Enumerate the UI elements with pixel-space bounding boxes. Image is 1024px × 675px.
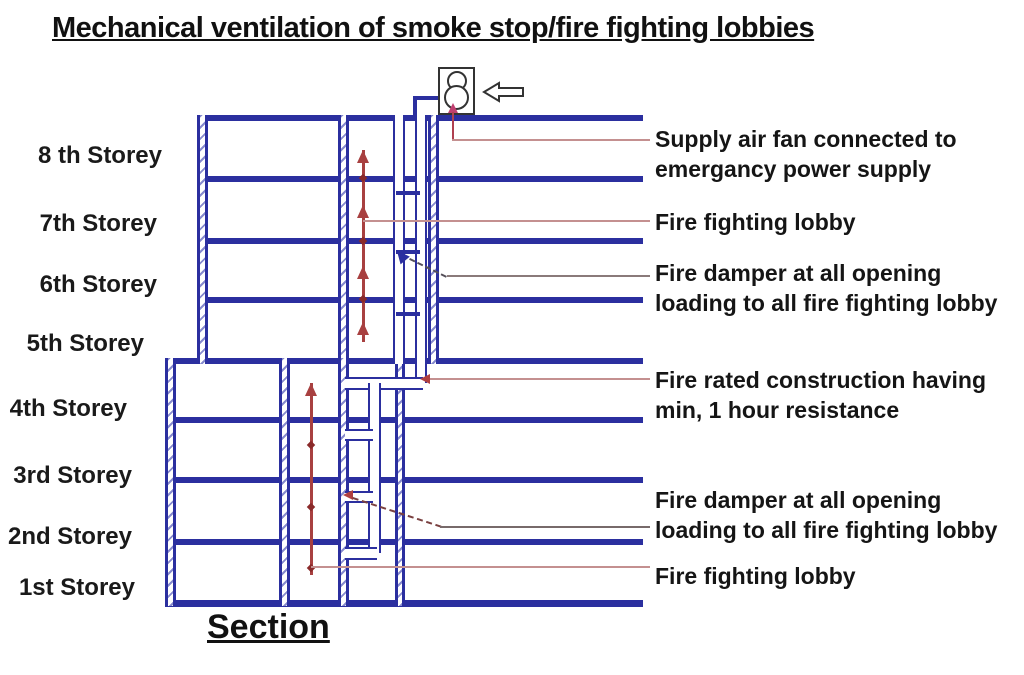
airflow-line-lower xyxy=(310,383,313,575)
upper-duct-right-wall xyxy=(415,115,427,383)
lower-shaft-right-wall xyxy=(395,358,405,606)
lower-duct-vertical xyxy=(368,383,381,553)
annotation-line: Fire rated construction having xyxy=(655,367,986,393)
duct-bottom-bend xyxy=(345,547,377,560)
fire-rated-arrow-icon xyxy=(420,374,430,384)
annotation-line: Fire damper at all opening xyxy=(655,487,942,513)
damper-lower-arrow-icon xyxy=(343,490,353,500)
annotation-line: min, 1 hour resistance xyxy=(655,397,900,423)
annotation-damper-lower: Fire damper at all opening loading to al… xyxy=(655,485,997,545)
lower-lobby-left-wall xyxy=(279,358,290,606)
storey-label-1: 1st Storey xyxy=(18,574,135,601)
lower-exterior-wall xyxy=(165,358,176,606)
upper-duct-left-wall xyxy=(393,115,405,364)
airflow-line-upper xyxy=(362,150,365,342)
fan-leader-vertical xyxy=(452,112,454,141)
damper-upper-leader xyxy=(447,275,650,277)
annotation-supply-fan: Supply air fan connected to emergancy po… xyxy=(655,124,957,184)
annotation-lobby-upper: Fire fighting lobby xyxy=(655,209,856,235)
storey-label-4: 4th Storey xyxy=(9,395,127,422)
lobby-lower-leader xyxy=(311,566,650,568)
storey-label-8: 8 th Storey xyxy=(37,142,162,169)
lower-lobby-right-wall xyxy=(338,358,349,606)
annotation-lobby-lower: Fire fighting lobby xyxy=(655,563,856,589)
duct-joint-6th xyxy=(396,312,420,316)
duct-to-fan-horizontal xyxy=(413,96,440,100)
duct-joint-8th xyxy=(396,191,420,195)
airflow-arrow-icon xyxy=(305,383,317,396)
upper-lobby-wall xyxy=(338,115,349,364)
duct-to-fan-vertical xyxy=(413,96,417,118)
duct-branch-4th xyxy=(345,429,373,441)
upper-shaft-right-wall xyxy=(428,115,439,364)
annotation-damper-upper: Fire damper at all opening loading to al… xyxy=(655,258,997,318)
fan-leader-arrow-icon xyxy=(448,103,458,113)
annotation-line: Fire damper at all opening xyxy=(655,260,942,286)
storey-label-2: 2nd Storey xyxy=(7,523,132,550)
storey-label-3: 3rd Storey xyxy=(13,462,132,489)
upper-exterior-wall xyxy=(197,115,208,364)
airflow-node xyxy=(306,502,316,512)
annotation-line: emergancy power supply xyxy=(655,156,932,182)
diagram-title: Mechanical ventilation of smoke stop/fir… xyxy=(52,12,815,44)
duct-joint-7th xyxy=(396,250,420,254)
section-caption: Section xyxy=(207,608,330,646)
airflow-arrow-icon xyxy=(357,322,369,335)
annotation-line: loading to all fire fighting lobby xyxy=(655,517,998,543)
duct-step-horizontal xyxy=(345,377,423,390)
storey-label-6: 6th Storey xyxy=(39,271,157,298)
annotation-fire-rated: Fire rated construction having min, 1 ho… xyxy=(655,365,986,425)
airflow-arrow-icon xyxy=(357,150,369,163)
fan-leader-horizontal xyxy=(452,139,650,141)
air-intake-arrow-icon xyxy=(482,81,524,103)
annotation-line: loading to all fire fighting lobby xyxy=(655,290,998,316)
fan-impeller-bottom-icon xyxy=(444,85,469,110)
storey-label-7: 7th Storey xyxy=(39,210,157,237)
lobby-upper-leader xyxy=(363,220,650,222)
damper-lower-leader xyxy=(440,526,650,528)
airflow-arrow-icon xyxy=(357,205,369,218)
annotation-line: Supply air fan connected to xyxy=(655,126,957,152)
storey-label-5: 5th Storey xyxy=(26,330,144,357)
airflow-arrow-icon xyxy=(357,266,369,279)
fire-rated-leader xyxy=(430,378,650,380)
airflow-node xyxy=(306,440,316,450)
